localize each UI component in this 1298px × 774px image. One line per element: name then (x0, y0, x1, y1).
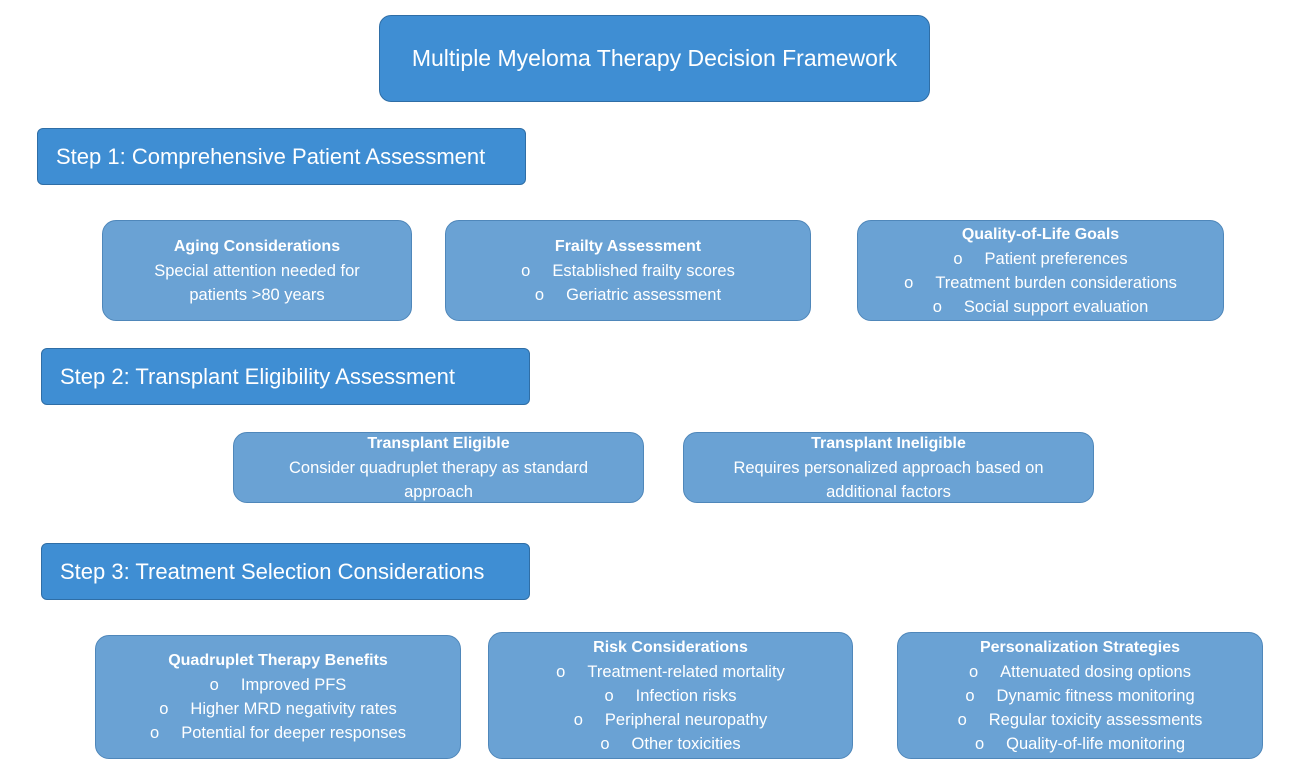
step-1-header: Step 1: Comprehensive Patient Assessment (37, 128, 526, 185)
card-heading: Quality-of-Life Goals (961, 225, 1120, 243)
card-line: Requires personalized approach based on (733, 458, 1044, 477)
framework-title: Multiple Myeloma Therapy Decision Framew… (379, 15, 930, 102)
card-heading: Transplant Ineligible (811, 434, 966, 452)
card-line: approach (404, 482, 473, 501)
card-line: Consider quadruplet therapy as standard (288, 458, 589, 477)
step-3-header: Step 3: Treatment Selection Consideratio… (41, 543, 530, 600)
bullet-icon: o (159, 700, 169, 718)
card-line: patients >80 years (189, 285, 325, 304)
bullet-icon: o (904, 273, 914, 292)
card-heading: Risk Considerations (593, 638, 748, 656)
bullet-icon: o (953, 249, 963, 268)
bullet-icon: o (965, 686, 975, 705)
card-heading: Frailty Assessment (554, 237, 702, 255)
bullet-icon: o (974, 734, 985, 753)
card-transplant-eligible: Transplant Eligible Consider quadruplet … (233, 432, 644, 503)
card-heading: Aging Considerations (173, 237, 341, 255)
bullet-icon: o (521, 261, 531, 280)
card-aging-considerations: Aging Considerations Special attention n… (102, 220, 412, 321)
bullet-icon: o (604, 686, 614, 705)
bullet-icon: o (600, 734, 610, 753)
bullet-icon: o (932, 297, 942, 316)
card-line: Special attention needed for (154, 261, 360, 280)
card-transplant-ineligible: Transplant Ineligible Requires personali… (683, 432, 1094, 503)
card-heading: Transplant Eligible (367, 434, 510, 452)
bullet-icon: o (573, 710, 583, 729)
bullet-icon: o (968, 662, 979, 681)
bullet-icon: o (534, 285, 545, 304)
card-heading: Quadruplet Therapy Benefits (168, 652, 388, 669)
step-2-header: Step 2: Transplant Eligibility Assessmen… (41, 348, 530, 405)
bullet-icon: o (209, 676, 219, 694)
card-line: additional factors (826, 482, 951, 501)
bullet-icon: o (556, 662, 566, 681)
bullet-icon: o (150, 724, 160, 742)
card-heading: Personalization Strategies (979, 638, 1181, 656)
bullet-icon: o (957, 710, 967, 729)
